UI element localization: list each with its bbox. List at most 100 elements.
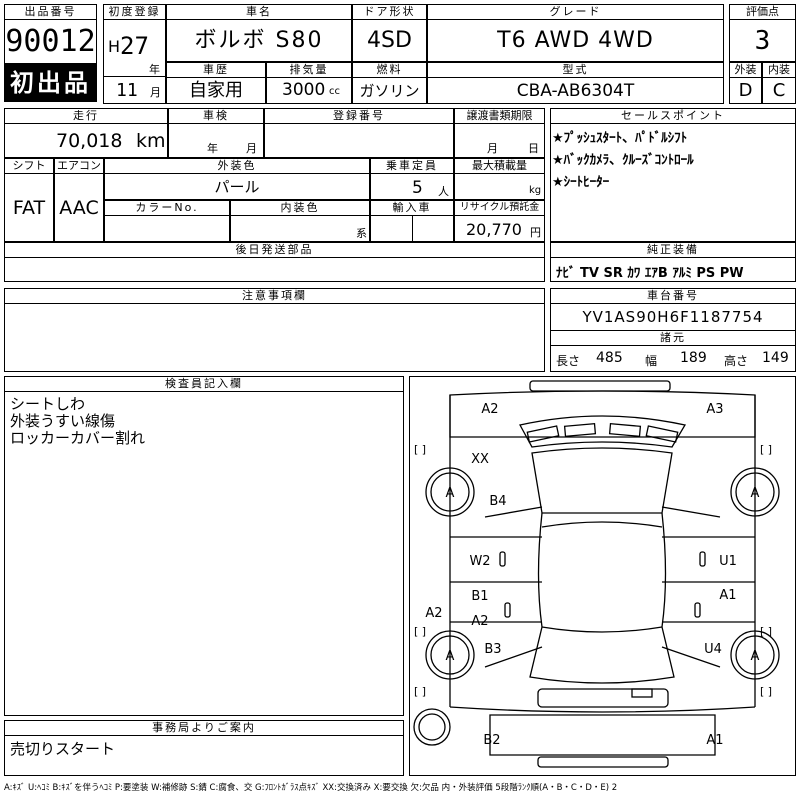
exterior-grade: D [738,80,753,101]
bracket-mark: [ ] [760,443,772,456]
interior-grade: C [772,80,786,101]
mark-left-rear-door-2: A2 [471,614,488,629]
capacity-label: 乗車定員 [370,158,454,174]
shift-label: シフト [4,158,54,174]
mileage: 70,018 [56,130,123,152]
mark-rear-right-corner: A1 [706,733,723,748]
width-label: 幅 [645,354,658,368]
mark-hood-front: XX [471,452,489,467]
equipment-items: ﾅﾋﾞ TV SR ｶﾜ ｴｱB ｱﾙﾐ PS PW [556,266,744,281]
load-unit: kg [529,185,542,196]
inspection-year-unit: 年 [207,142,218,155]
plate-label: 登録番号 [264,108,454,124]
int-color-label: 内装色 [230,200,370,216]
mark-rear-left-corner: B2 [483,733,500,748]
mark-wheel-fl: A [446,486,455,501]
first-listing-badge [4,64,97,102]
inspection-month-unit: 月 [246,142,257,155]
ext-color: パール [214,178,260,196]
bracket-mark: [ ] [760,685,772,698]
inspector-note: シートしわ [10,395,86,413]
transfer-day-unit: 日 [528,142,539,155]
load-label: 最大積載量 [454,158,545,174]
fuel: ガソリン [359,82,420,100]
history: 自家用 [189,80,243,101]
chassis-label: 車台番号 [550,288,796,304]
equipment-label: 純正装備 [550,242,796,258]
first-listing-text: 初出品 [10,69,91,97]
sales-points-list: ★ﾌﾟｯｼｭｽﾀｰﾄ、ﾊﾟﾄﾞﾙｼﾌﾄ ★ﾊﾞｯｸｶﾒﾗ、ｸﾙｰｽﾞｺﾝﾄﾛｰﾙ… [552,128,794,194]
mark-front-right-corner: A3 [706,402,723,417]
mark-left-rear-fender: B3 [484,642,501,657]
sales-point-item: ★ﾌﾟｯｼｭｽﾀｰﾄ、ﾊﾟﾄﾞﾙｼﾌﾄ [552,131,688,146]
mark-left-front-door: W2 [469,554,490,569]
mark-wheel-rr: A [751,649,760,664]
bracket-mark: [ ] [414,443,426,456]
mark-front-left-corner: A2 [481,402,498,417]
inspector-label: 検査員記入欄 [4,376,404,392]
interior-label: 内装 [762,62,796,78]
length: 485 [596,350,623,366]
mark-left-rear-door-1: B1 [471,589,488,604]
recycle-fee: 20,770 [466,220,522,239]
bracket-mark: [ ] [414,625,426,638]
office-label: 事務局よりご案内 [4,720,404,736]
registration-year: 27 [120,32,149,60]
shift: FAT [12,197,46,219]
inspector-note: ロッカーカバー割れ [10,429,146,447]
car-diagram-svg: A2 A3 XX B4 W2 U1 B1 A2 A2 A1 B3 U4 B2 A… [413,380,780,768]
car-diagram: A2 A3 XX B4 W2 U1 B1 A2 A2 A1 B3 U4 B2 A… [409,376,796,776]
door-label: ドア形状 [352,4,427,20]
inspection-label: 車検 [168,108,264,124]
exterior-label: 外装 [729,62,762,78]
capacity: 5 [412,178,423,198]
displacement-unit: cc [329,86,340,97]
mark-wheel-rl: A [446,649,455,664]
inspector-note: 外装うすい線傷 [10,412,116,430]
displacement: 3000 [282,80,326,100]
sales-point-item: ★ﾊﾞｯｸｶﾒﾗ、ｸﾙｰｽﾞｺﾝﾄﾛｰﾙ [552,153,694,168]
mark-left-front-fender: B4 [489,494,506,509]
dims-label: 諸元 [550,330,796,346]
mark-right-rear-fender: U4 [704,642,722,657]
recycle-unit: 円 [530,226,541,239]
registration-label: 初度登録 [103,4,166,20]
mileage-label: 走行 [4,108,168,124]
caution-label: 注意事項欄 [4,288,545,304]
grade-label: グレード [427,4,724,20]
capacity-unit: 人 [438,185,449,198]
later-parts-label: 後日発送部品 [4,242,545,258]
mileage-unit: km [136,130,166,152]
bracket-mark: [ ] [760,625,772,638]
vin: YV1AS90H6F1187754 [582,308,764,326]
int-color-suffix: 系 [356,227,367,240]
lot-number: 90012 [5,24,96,59]
width: 189 [680,350,707,366]
inspector-notes: シートしわ 外装うすい線傷 ロッカーカバー割れ [10,396,145,447]
history-label: 車歴 [166,62,266,78]
grade: T6 AWD 4WD [497,28,654,53]
mark-right-front-door: U1 [719,554,737,569]
office-message: 売切りスタート [10,740,116,758]
height: 149 [762,350,789,366]
transfer-month-unit: 月 [487,142,498,155]
fuel-label: 燃料 [352,62,427,78]
import-label: 輸入車 [370,200,454,216]
transfer-label: 譲渡書類期限 [454,108,545,124]
model: CBA-AB6304T [516,81,635,101]
lot-label: 出品番号 [4,4,97,20]
length-label: 長さ [556,354,581,368]
model-label: 型式 [427,62,724,78]
mark-left-rocker: A2 [425,606,442,621]
sales-points-label: セールスポイント [550,108,796,124]
ac-label: エアコン [54,158,104,174]
ext-color-label: 外装色 [104,158,370,174]
sales-point-item: ★ｼｰﾄﾋｰﾀｰ [552,175,610,190]
mark-wheel-fr: A [751,486,760,501]
displacement-label: 排気量 [266,62,352,78]
height-label: 高さ [724,354,749,368]
color-no-label: カラーNo. [104,200,230,216]
registration-month-unit: 月 [150,86,161,99]
bracket-mark: [ ] [414,685,426,698]
score-label: 評価点 [729,4,796,20]
